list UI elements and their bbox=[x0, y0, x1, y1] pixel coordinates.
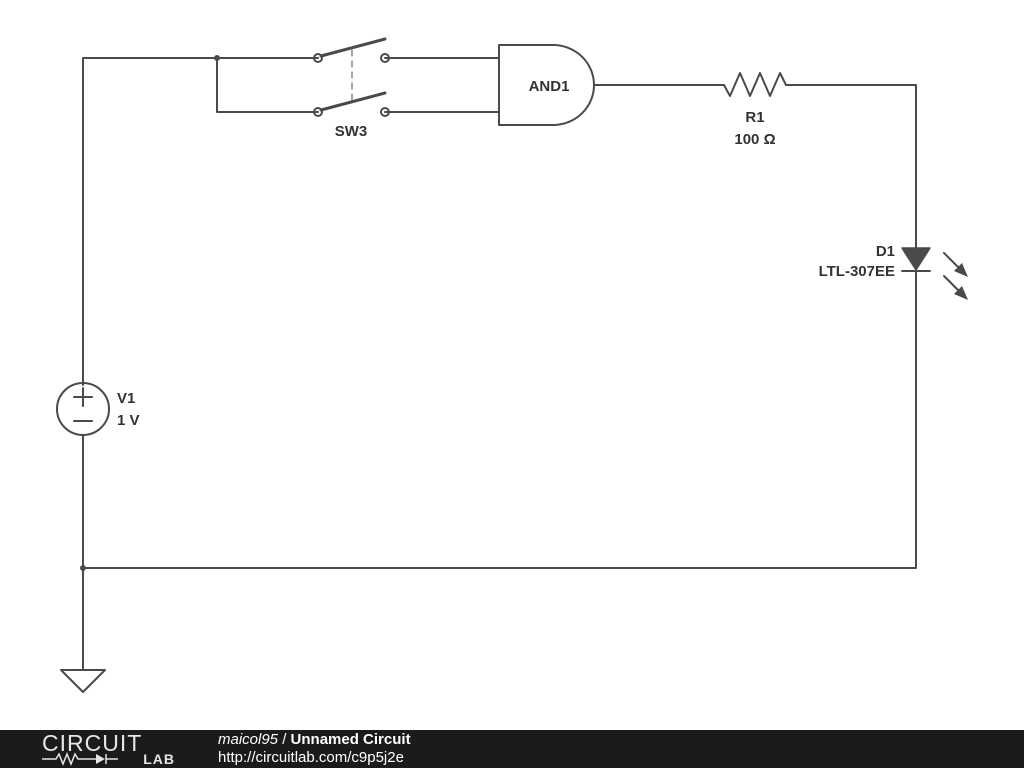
and-gate-label: AND1 bbox=[529, 78, 570, 95]
switch-contact bbox=[380, 53, 390, 63]
switch-label: SW3 bbox=[335, 123, 368, 140]
switch-contact bbox=[313, 53, 323, 63]
ground-icon bbox=[60, 669, 106, 693]
logo-wordmark: CIRCUIT bbox=[42, 730, 143, 756]
logo-sub-wordmark: LAB bbox=[143, 751, 175, 767]
led-emission-arrowhead bbox=[954, 286, 968, 300]
resistor-name-label: R1 bbox=[745, 109, 764, 126]
author-link[interactable]: maicol95 bbox=[218, 731, 279, 748]
wire-led-return bbox=[82, 269, 917, 569]
led-d1 bbox=[901, 247, 968, 300]
footer-info: maicol95 / Unnamed Circuit http://circui… bbox=[218, 731, 411, 767]
circuit-title: Unnamed Circuit bbox=[290, 731, 411, 748]
footer-title-line: maicol95 / Unnamed Circuit bbox=[218, 731, 411, 749]
led-diode-triangle bbox=[901, 247, 931, 271]
led-name-label: D1 bbox=[876, 243, 895, 260]
wire-switch-branch bbox=[216, 57, 319, 113]
switch-lever-bottom bbox=[319, 91, 387, 112]
logo-resistor-diode-icon bbox=[42, 752, 118, 766]
wire-resistor-to-led bbox=[785, 84, 917, 249]
circuitlab-logo[interactable]: CIRCUIT LAB bbox=[42, 730, 177, 768]
junction-top bbox=[214, 55, 220, 61]
switch-lever-top bbox=[319, 37, 387, 58]
circuit-url[interactable]: http://circuitlab.com/c9p5j2e bbox=[218, 749, 404, 766]
led-part-label: LTL-307EE bbox=[819, 263, 895, 280]
junction-bottom bbox=[80, 565, 86, 571]
switch-contact bbox=[380, 107, 390, 117]
source-circle bbox=[56, 382, 110, 436]
source-value-label: 1 V bbox=[117, 412, 140, 429]
wire-top-left bbox=[82, 57, 319, 386]
voltage-source-v1 bbox=[56, 382, 110, 436]
wires bbox=[80, 55, 917, 671]
led-emission-arrowhead bbox=[954, 263, 968, 277]
switch-sw3 bbox=[313, 37, 390, 117]
footer-bar: CIRCUIT LAB maicol95 / Unnamed Circuit h… bbox=[0, 730, 1024, 768]
resistor-value-label: 100 Ω bbox=[734, 131, 775, 148]
title-separator: / bbox=[278, 731, 291, 748]
source-name-label: V1 bbox=[117, 390, 135, 407]
circuit-schematic: SW3 AND1 R1 100 Ω D1 LTL-307EE V1 1 V bbox=[56, 37, 968, 693]
and-gate-body bbox=[498, 44, 595, 126]
resistor-r1 bbox=[723, 72, 787, 97]
switch-contact bbox=[313, 107, 323, 117]
